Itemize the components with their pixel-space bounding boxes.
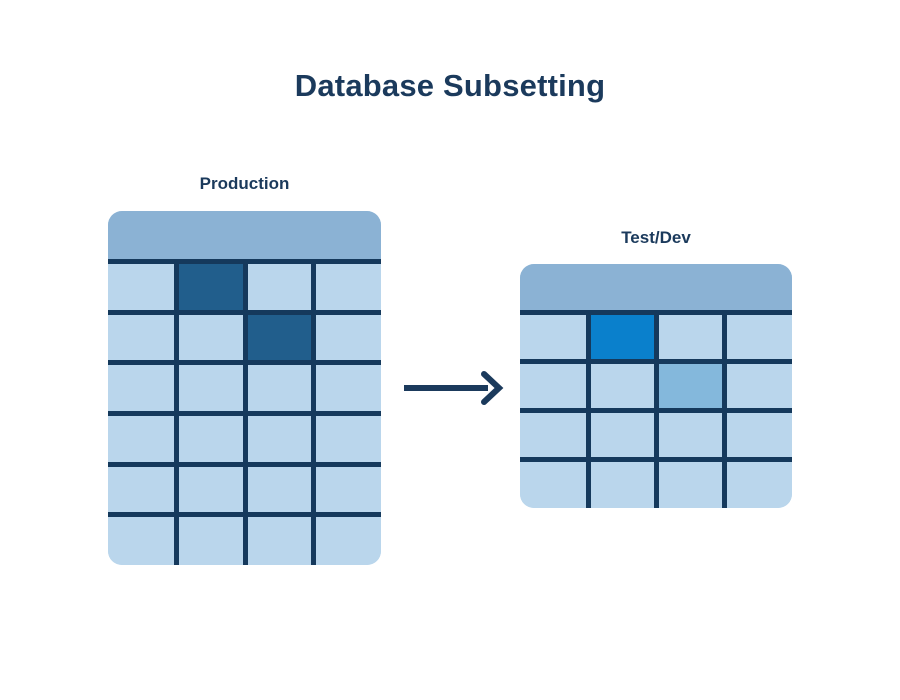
table-cell — [312, 413, 381, 464]
table-cell — [312, 261, 381, 312]
table-cell — [520, 459, 588, 508]
table-cell — [656, 459, 724, 508]
table-cell — [520, 312, 588, 361]
grid-line-vertical — [310, 261, 316, 565]
table-cell — [724, 361, 792, 410]
table-cell — [588, 361, 656, 410]
table-cell — [244, 413, 313, 464]
table-cell — [176, 413, 245, 464]
testdev-table-header-band — [520, 264, 792, 312]
table-cell — [176, 514, 245, 565]
testdev-table-label: Test/Dev — [621, 228, 691, 247]
table-cell-highlighted — [656, 361, 724, 410]
table-cell — [108, 362, 177, 413]
production-table-label: Production — [199, 174, 290, 193]
table-cell — [176, 362, 245, 413]
production-table-grid — [108, 261, 381, 565]
table-cell — [312, 463, 381, 515]
table-cell — [108, 413, 177, 464]
table-cell — [176, 463, 245, 515]
table-cell — [108, 514, 177, 565]
production-table-header-band — [108, 211, 381, 261]
table-cell — [724, 459, 792, 508]
table-cell — [312, 311, 381, 363]
table-cell — [244, 463, 313, 515]
grid-line-vertical — [722, 312, 727, 508]
table-cell — [108, 261, 177, 312]
page-title: Database Subsetting — [294, 68, 606, 103]
arrow-right-icon — [400, 366, 505, 410]
table-cell — [656, 410, 724, 459]
table-cell — [312, 514, 381, 565]
production-table — [108, 211, 381, 565]
table-cell — [588, 459, 656, 508]
table-cell — [520, 410, 588, 459]
table-cell-highlighted — [588, 312, 656, 361]
table-cell — [656, 312, 724, 361]
table-cell — [244, 362, 313, 413]
table-cell — [520, 361, 588, 410]
table-cell — [312, 362, 381, 413]
table-cell-highlighted — [244, 311, 313, 363]
table-cell — [244, 261, 313, 312]
grid-line-vertical — [174, 261, 180, 565]
grid-line-vertical — [654, 312, 659, 508]
testdev-table-grid — [520, 312, 792, 508]
table-cell — [108, 311, 177, 363]
table-cell-highlighted — [176, 261, 245, 312]
table-cell — [176, 311, 245, 363]
table-cell — [724, 410, 792, 459]
table-cell — [244, 514, 313, 565]
testdev-table — [520, 264, 792, 508]
grid-line-vertical — [586, 312, 591, 508]
table-cell — [108, 463, 177, 515]
table-cell — [724, 312, 792, 361]
grid-line-vertical — [242, 261, 248, 565]
table-cell — [588, 410, 656, 459]
